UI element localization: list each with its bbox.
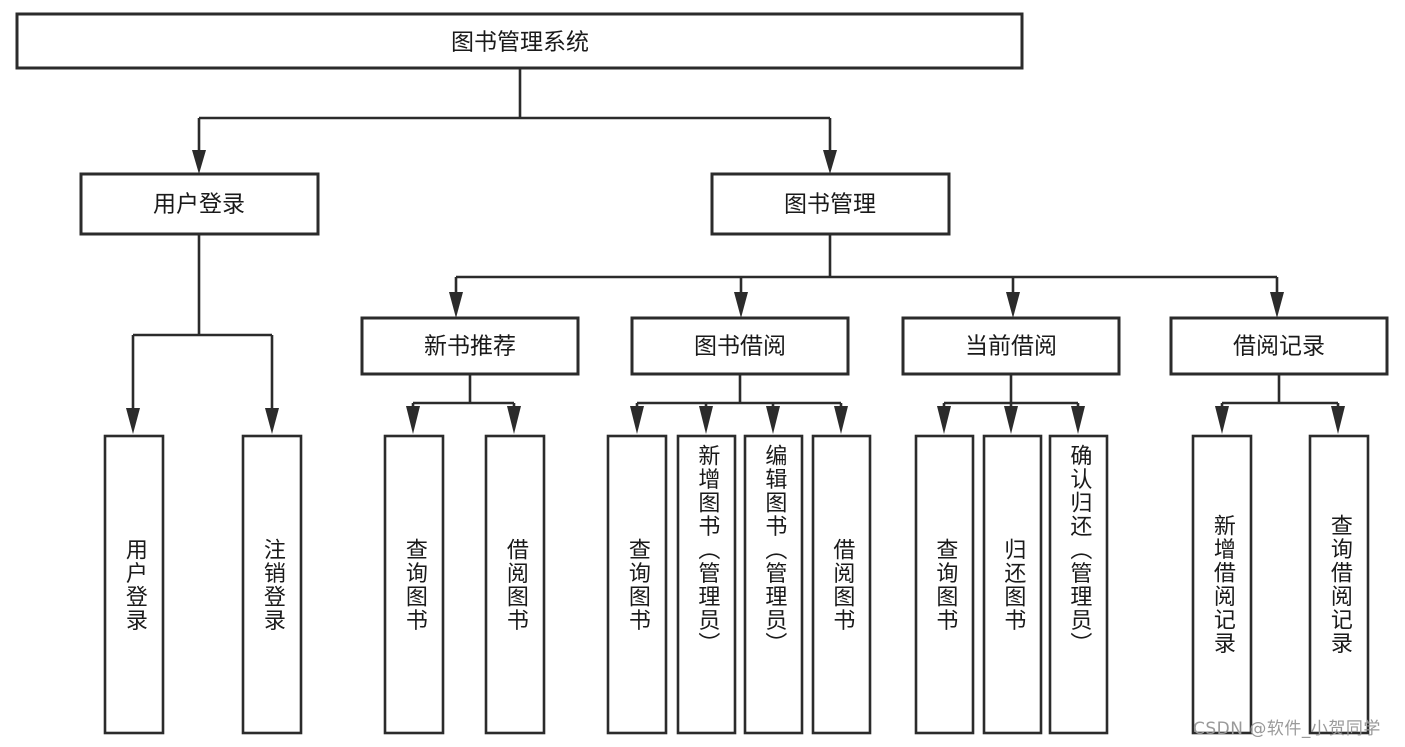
- leaf-box-nb-borrow[interactable]: [484, 434, 546, 735]
- leaf-box-br-query[interactable]: [1308, 434, 1370, 735]
- connector-borrowrecord-to-leaves: [1215, 374, 1345, 434]
- connector-newbook-to-leaves: [406, 374, 521, 434]
- leaf-box-cb-return[interactable]: [982, 434, 1043, 735]
- connector-root-to-level1: [192, 68, 837, 174]
- node-current-borrow-label: 当前借阅: [965, 334, 1057, 360]
- node-root-label: 图书管理系统: [451, 30, 589, 56]
- node-user-login[interactable]: 用户登录: [79, 172, 320, 236]
- leaf-box-nb-query[interactable]: [383, 434, 445, 735]
- connector-userlogin-to-leaves: [126, 234, 279, 434]
- node-borrow-record-label: 借阅记录: [1233, 334, 1325, 360]
- node-book-manage[interactable]: 图书管理: [710, 172, 951, 236]
- leaf-box-br-add[interactable]: [1191, 434, 1253, 735]
- leaf-box-cb-query[interactable]: [914, 434, 975, 735]
- csdn-watermark: CSDN @软件_小贺同学: [1193, 719, 1381, 739]
- node-new-book-recommend-label: 新书推荐: [424, 334, 516, 360]
- leaf-box-user-login[interactable]: [103, 434, 165, 735]
- leaf-box-bb-add[interactable]: [676, 434, 737, 735]
- node-borrow-record[interactable]: 借阅记录: [1169, 316, 1389, 376]
- leaf-box-cb-confirm[interactable]: [1048, 434, 1109, 735]
- node-root[interactable]: 图书管理系统: [15, 12, 1024, 70]
- connector-bookmanage-to-level2: [449, 234, 1284, 318]
- node-book-borrow-label: 图书借阅: [694, 334, 786, 360]
- leaf-box-bb-edit[interactable]: [743, 434, 804, 735]
- node-book-borrow[interactable]: 图书借阅: [630, 316, 850, 376]
- leaf-box-bb-query[interactable]: [606, 434, 668, 735]
- connector-bookborrow-to-leaves: [630, 374, 848, 434]
- leaf-box-user-logout[interactable]: [241, 434, 303, 735]
- node-current-borrow[interactable]: 当前借阅: [901, 316, 1121, 376]
- leaf-box-bb-borrow[interactable]: [811, 434, 872, 735]
- node-user-login-label: 用户登录: [153, 192, 245, 218]
- node-new-book-recommend[interactable]: 新书推荐: [360, 316, 580, 376]
- node-book-manage-label: 图书管理: [784, 192, 876, 218]
- connector-currentborrow-to-leaves: [937, 374, 1085, 434]
